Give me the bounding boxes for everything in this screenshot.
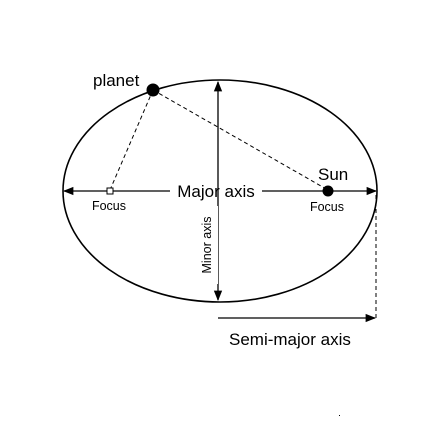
planet-label: planet [93, 71, 140, 90]
minor-axis-label: Minor axis [200, 217, 214, 274]
major-axis-label: Major axis [177, 182, 254, 201]
stray-dot [339, 415, 340, 416]
planet-to-focus-dashed-line [109, 89, 154, 191]
sun-marker [322, 185, 334, 197]
right-focus-label: Focus [310, 200, 344, 214]
sun-label: Sun [318, 165, 348, 184]
planet-to-sun-dashed-line [152, 89, 329, 191]
left-focus-label: Focus [92, 199, 126, 213]
minor-axis-label-bg [202, 206, 218, 284]
planet-marker [146, 83, 160, 97]
semi-major-axis-label: Semi-major axis [229, 330, 351, 349]
empty-focus-marker [106, 187, 114, 195]
